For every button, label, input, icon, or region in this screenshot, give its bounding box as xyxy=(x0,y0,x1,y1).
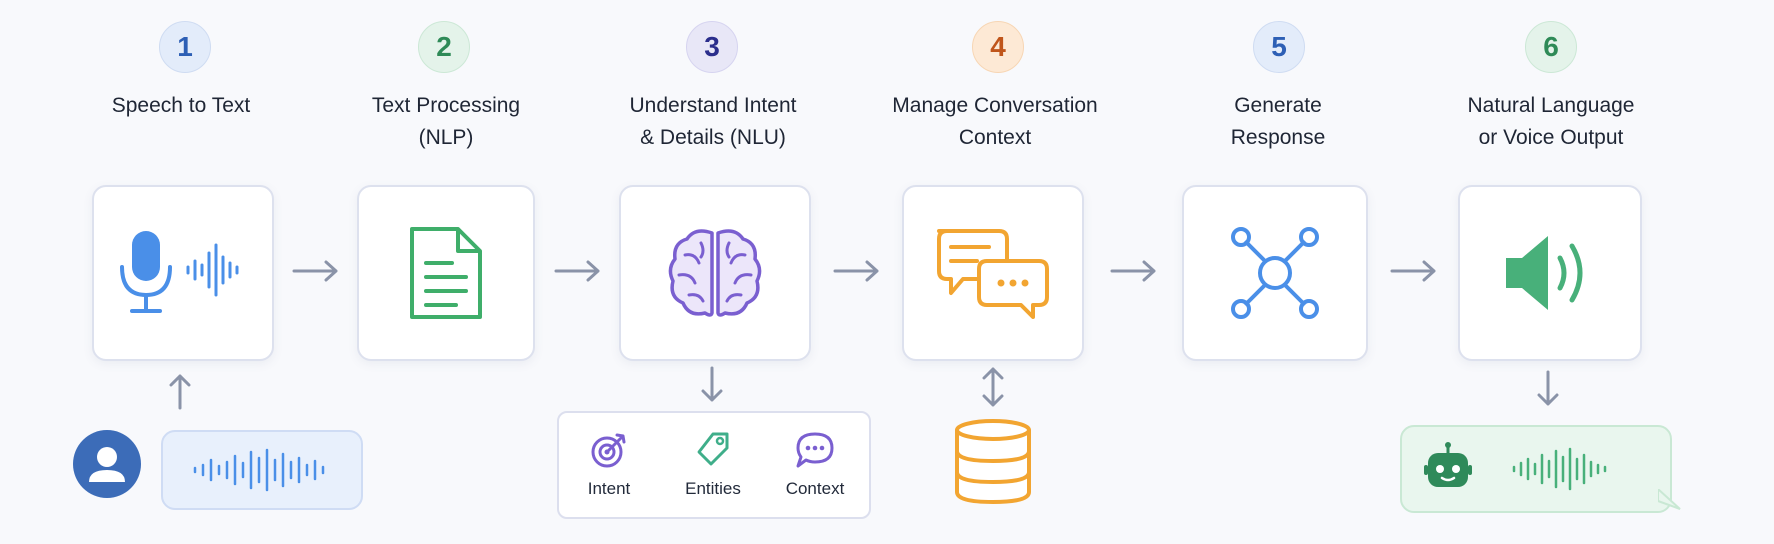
arrow-down-icon xyxy=(701,366,723,402)
speaker-icon xyxy=(1506,236,1583,310)
conversation-context-card xyxy=(902,185,1084,361)
entities-label: Entities xyxy=(685,479,741,498)
step-number: 1 xyxy=(177,31,193,62)
step-number: 3 xyxy=(704,31,720,62)
step-1-badge: 1 xyxy=(159,21,211,73)
bot-icon xyxy=(1424,442,1472,487)
chat-bubbles-icon xyxy=(937,229,1049,319)
step-number: 2 xyxy=(436,31,452,62)
network-hub-icon xyxy=(1231,227,1319,319)
arrow-right-icon xyxy=(1110,260,1156,282)
waveform-icon xyxy=(193,448,325,492)
intent-item: Intent xyxy=(559,430,659,499)
step-5-badge: 5 xyxy=(1253,21,1305,73)
step-1-title: Speech to Text xyxy=(111,94,251,117)
waveform-icon xyxy=(1512,447,1607,491)
text-processing-card xyxy=(357,185,535,361)
chat-context-icon xyxy=(796,432,834,468)
voice-output-card xyxy=(1458,185,1642,361)
step-6-badge: 6 xyxy=(1525,21,1577,73)
generate-response-card xyxy=(1182,185,1368,361)
step-number: 4 xyxy=(990,31,1006,62)
entities-item: Entities xyxy=(663,430,763,499)
step-2-title: Text Processing(NLP) xyxy=(371,94,521,149)
step-2-badge: 2 xyxy=(418,21,470,73)
nlu-card xyxy=(619,185,811,361)
step-3-badge: 3 xyxy=(686,21,738,73)
intent-label: Intent xyxy=(587,479,631,498)
context-label: Context xyxy=(785,479,845,498)
step-4-badge: 4 xyxy=(972,21,1024,73)
nlu-outputs-box: Intent Entities Context xyxy=(557,411,871,519)
user-avatar xyxy=(73,430,141,498)
arrow-right-icon xyxy=(833,260,879,282)
arrow-right-icon xyxy=(1390,260,1436,282)
microphone-with-waveform-icon xyxy=(120,231,239,313)
tag-icon xyxy=(697,432,729,466)
user-icon xyxy=(89,447,125,482)
document-icon xyxy=(410,227,482,319)
user-voice-bubble xyxy=(161,430,363,510)
arrow-down-icon xyxy=(1537,370,1559,406)
brain-icon xyxy=(668,229,762,317)
arrow-right-icon xyxy=(554,260,600,282)
step-number: 6 xyxy=(1543,31,1559,62)
bot-output-bubble xyxy=(1400,425,1681,513)
database-icon xyxy=(955,419,1031,504)
bubble-tail xyxy=(1658,489,1681,510)
step-3-title: Understand Intent& Details (NLU) xyxy=(629,94,797,149)
context-item: Context xyxy=(765,430,865,499)
step-number: 5 xyxy=(1271,31,1287,62)
arrow-right-icon xyxy=(292,260,338,282)
target-icon xyxy=(591,433,626,468)
arrow-bidirectional-icon xyxy=(982,367,1004,407)
speech-to-text-card xyxy=(92,185,274,361)
arrow-up-icon xyxy=(169,374,191,410)
